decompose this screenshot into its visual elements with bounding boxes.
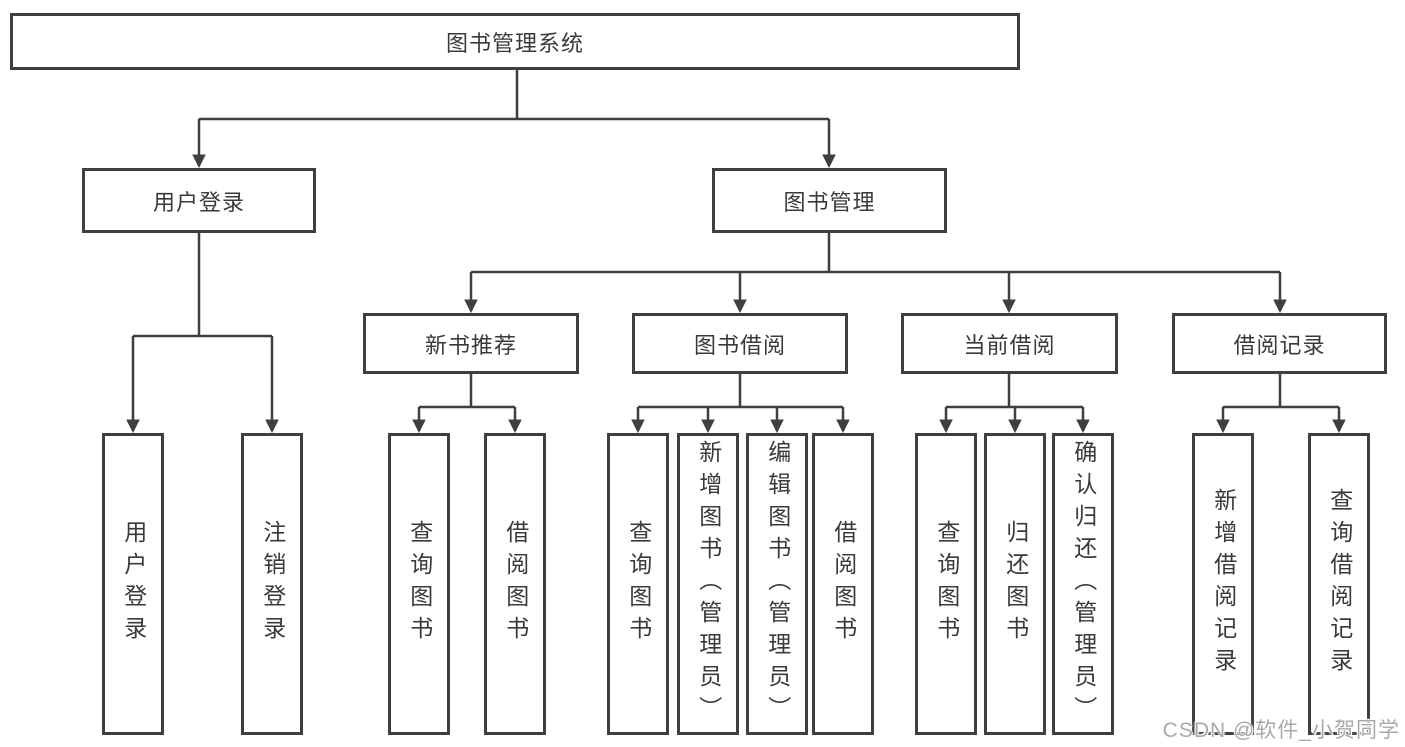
node-borrow-records: 借阅记录	[1172, 313, 1387, 374]
book-management-split-line	[471, 233, 1280, 274]
leaf-current-confirm-return-admin: 确认归还（管理员）	[1052, 433, 1114, 735]
leaf-borrow-add-books-admin: 新增图书（管理员）	[677, 433, 739, 735]
new-book-split-line	[419, 374, 515, 409]
root-split-line	[199, 70, 829, 121]
leaf-records-add-record: 新增借阅记录	[1192, 433, 1254, 735]
node-current-borrow: 当前借阅	[901, 313, 1118, 374]
csdn-watermark: CSDN @软件_小贺同学	[1162, 719, 1400, 742]
current-borrow-split-line	[946, 374, 1083, 409]
node-root: 图书管理系统	[10, 13, 1020, 70]
leaf-current-return-books: 归还图书	[984, 433, 1046, 735]
node-book-borrow: 图书借阅	[632, 313, 848, 374]
leaf-logout-login: 注销登录	[241, 433, 303, 735]
borrow-records-split-line	[1223, 374, 1339, 409]
node-new-book-recommend: 新书推荐	[363, 313, 579, 374]
user-login-split-line	[133, 233, 272, 338]
leaf-current-query-books: 查询图书	[915, 433, 977, 735]
node-user-login: 用户登录	[82, 168, 316, 233]
leaf-records-query-record: 查询借阅记录	[1308, 433, 1370, 735]
book-borrow-split-line	[638, 374, 843, 409]
leaf-borrow-query-books: 查询图书	[607, 433, 669, 735]
leaf-borrow-edit-books-admin: 编辑图书（管理员）	[746, 433, 808, 735]
leaf-borrow-borrow-books: 借阅图书	[812, 433, 874, 735]
leaf-recommend-borrow-books: 借阅图书	[484, 433, 546, 735]
leaf-user-login: 用户登录	[102, 433, 164, 735]
node-book-management: 图书管理	[712, 168, 947, 233]
leaf-recommend-query-books: 查询图书	[388, 433, 450, 735]
